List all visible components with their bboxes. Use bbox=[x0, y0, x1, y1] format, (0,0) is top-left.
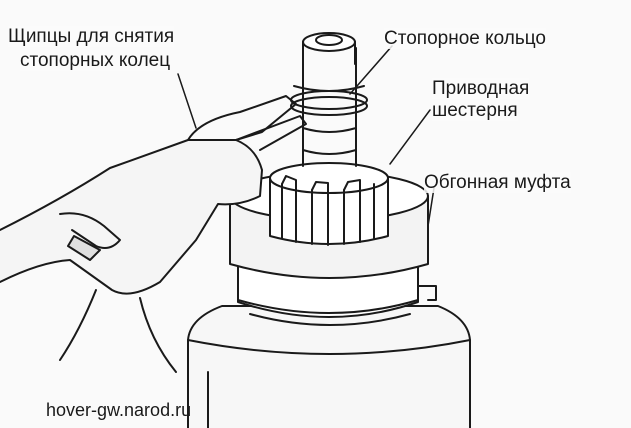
drive-gear-label-line1: Приводная bbox=[432, 78, 530, 99]
overrunning-clutch-label: Обгонная муфта bbox=[424, 172, 571, 193]
drive-gear-label-line2: шестерня bbox=[432, 100, 518, 121]
drive-gear bbox=[269, 162, 389, 246]
pliers-label-line1: Щипцы для снятия bbox=[8, 26, 175, 47]
leader-lines bbox=[177, 45, 435, 227]
retaining-ring-label: Стопорное кольцо bbox=[384, 28, 547, 49]
watermark: hover-gw.narod.ru bbox=[46, 400, 192, 420]
pliers-label-line2: стопорных колец bbox=[20, 50, 171, 71]
snap-ring-pliers bbox=[0, 95, 307, 373]
